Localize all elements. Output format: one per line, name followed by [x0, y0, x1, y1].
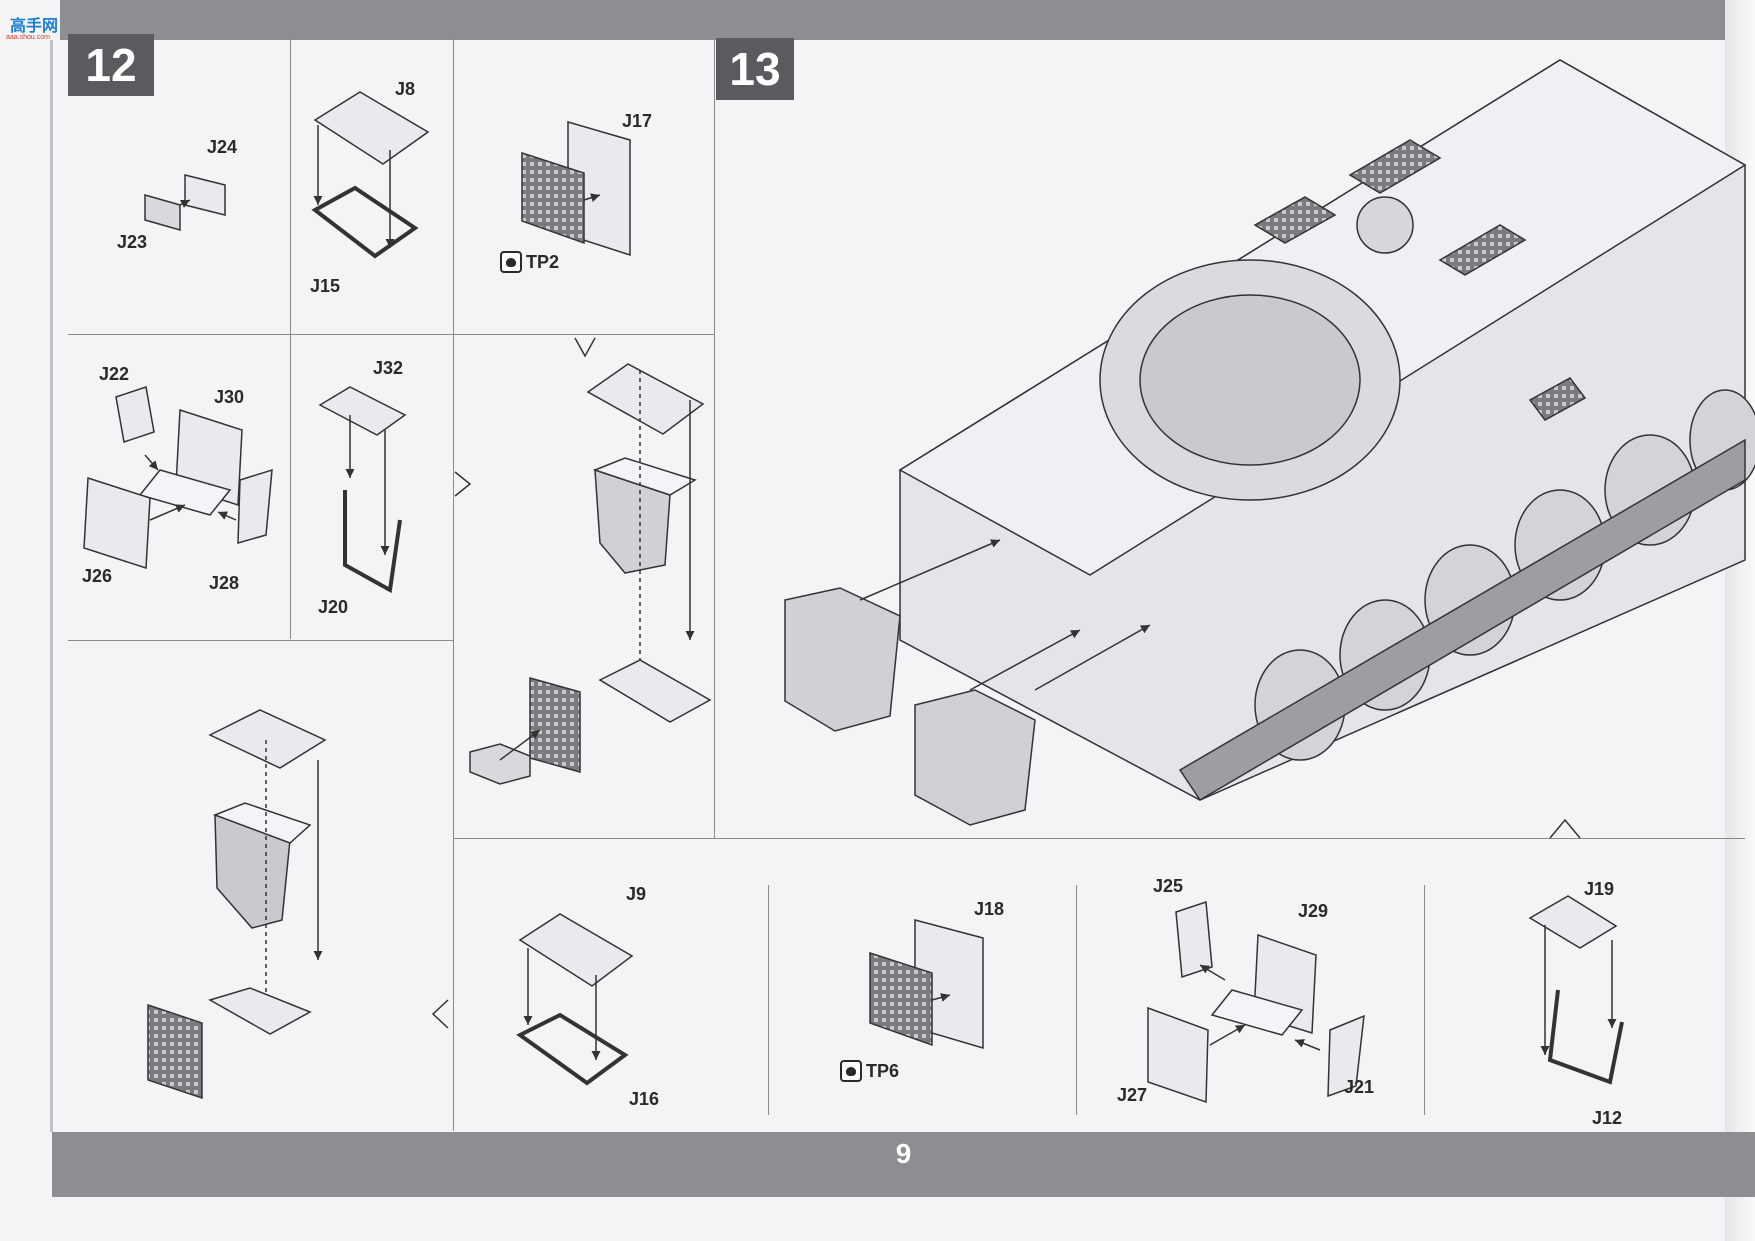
step-13-badge: 13 [716, 38, 794, 100]
divider [453, 838, 1745, 839]
paint-mark-icon [500, 251, 522, 273]
part-j9-j16 [516, 913, 634, 1086]
part-j25-j29-j27-j21 [1147, 900, 1365, 1104]
footer-band [52, 1132, 1755, 1197]
divider [68, 334, 714, 335]
divider [1076, 885, 1077, 1115]
label-j22: J22 [99, 364, 130, 384]
label-j24: J24 [207, 137, 238, 157]
part-j19-j12 [1528, 895, 1624, 1085]
tank-hull-drawing [784, 59, 1755, 826]
binding-line [50, 40, 53, 1132]
divider [768, 885, 769, 1115]
divider [290, 34, 291, 639]
divider [714, 34, 715, 838]
part-j32-j20 [318, 386, 407, 594]
step-12-badge: 12 [68, 34, 154, 96]
label-j28: J28 [209, 573, 240, 593]
part-j22-j30-j26-j28 [83, 386, 273, 570]
watermark-text: 高手网 [10, 18, 59, 35]
part-j23-j24 [144, 174, 226, 231]
label-j19: J19 [1584, 879, 1615, 899]
divider [1424, 885, 1425, 1115]
label-j21: J21 [1344, 1077, 1375, 1097]
divider [453, 34, 454, 1131]
label-j29: J29 [1298, 901, 1329, 921]
part-j8-j15 [311, 91, 430, 259]
part-j18 [869, 919, 984, 1050]
assembly-box-lower [147, 709, 327, 1100]
label-tp2: TP2 [526, 252, 560, 272]
label-j20: J20 [318, 597, 349, 617]
assembly-box-upper [469, 363, 712, 785]
paint-mark-icon [840, 1060, 862, 1082]
label-j8: J8 [395, 79, 416, 99]
label-j9: J9 [626, 884, 647, 904]
label-j23: J23 [117, 232, 148, 252]
left-margin [0, 40, 52, 1241]
label-j15: J15 [310, 276, 341, 296]
divider [68, 640, 453, 641]
watermark-url: aaa.shou.com [6, 34, 50, 41]
label-j17: J17 [622, 111, 653, 131]
label-j26: J26 [82, 566, 113, 586]
label-j30: J30 [214, 387, 245, 407]
part-j17 [521, 121, 631, 257]
page-number: 9 [895, 1138, 912, 1169]
label-tp6: TP6 [866, 1061, 900, 1081]
label-j18: J18 [974, 899, 1005, 919]
watermark-logo: 高手网 aaa.shou.com [4, 6, 66, 41]
label-j27: J27 [1117, 1085, 1148, 1105]
label-j25: J25 [1153, 876, 1184, 896]
top-band [0, 0, 1755, 40]
label-j12: J12 [1592, 1108, 1623, 1128]
label-j32: J32 [373, 358, 404, 378]
label-j16: J16 [629, 1089, 660, 1109]
